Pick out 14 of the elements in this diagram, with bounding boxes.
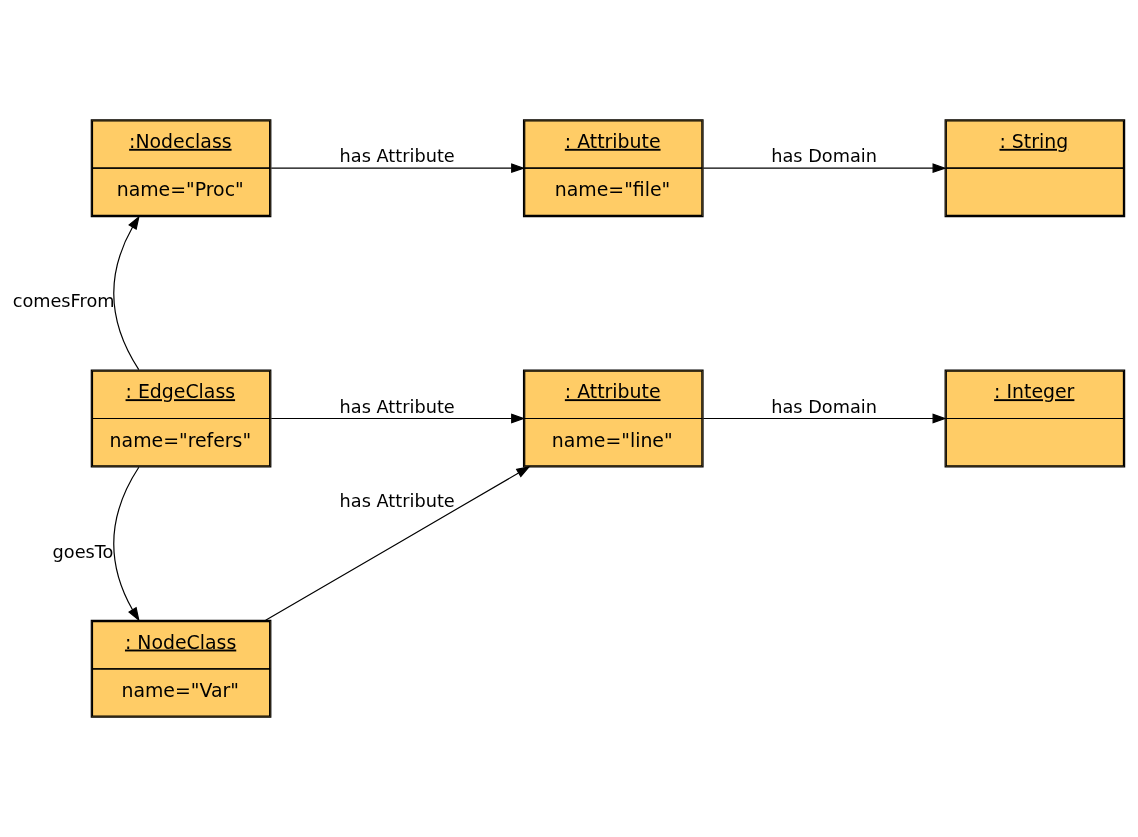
arrow	[270, 413, 526, 424]
edge-label: goesTo	[52, 541, 114, 562]
arrow	[270, 163, 526, 174]
arrow	[113, 466, 140, 622]
edge-label: has Domain	[771, 396, 877, 417]
edge-label: has Attribute	[339, 146, 455, 167]
edge-label: has Attribute	[339, 396, 455, 417]
edge-label: has Domain	[771, 146, 877, 167]
arrow	[702, 413, 947, 424]
arrow	[113, 215, 140, 371]
arrow	[265, 466, 531, 621]
edge-label: has Attribute	[339, 491, 455, 512]
arrow	[702, 163, 947, 174]
edge-label: comesFrom	[12, 291, 115, 312]
